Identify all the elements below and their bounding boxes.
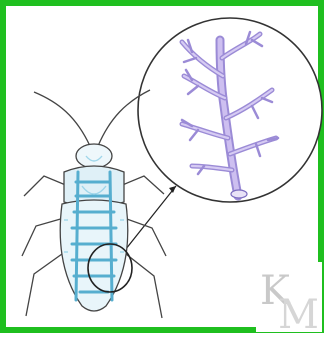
pointer-arrowhead [169, 186, 176, 193]
km-watermark-logo: K M [256, 262, 322, 332]
magnified-trachea-detail [138, 18, 322, 202]
svg-text:M: M [278, 292, 319, 332]
